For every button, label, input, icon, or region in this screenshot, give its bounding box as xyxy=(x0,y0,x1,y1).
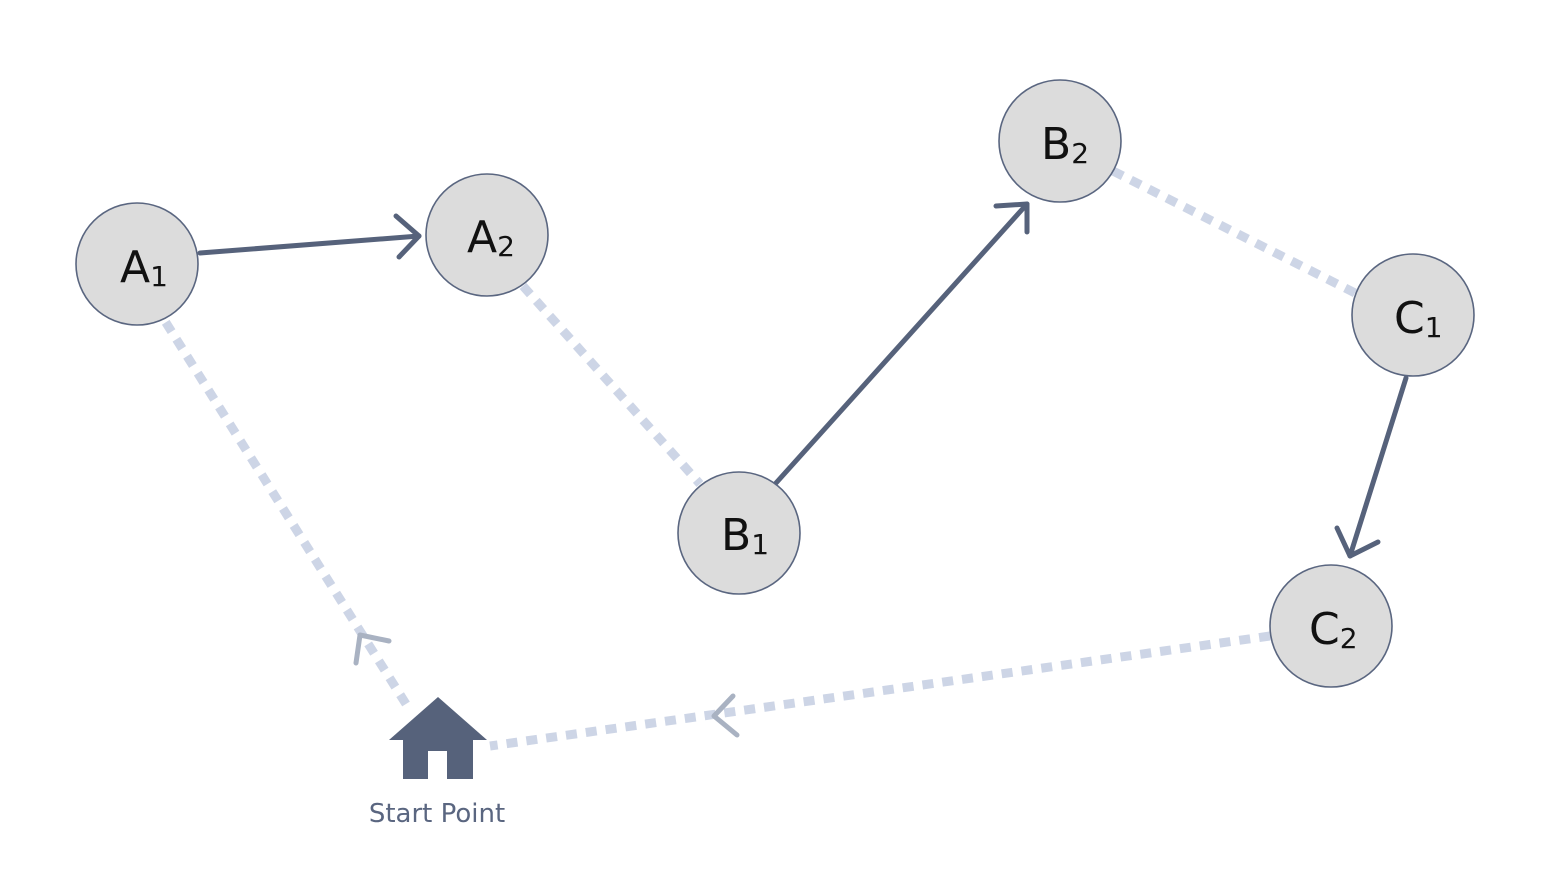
node-label: A1 xyxy=(120,242,168,293)
node-circle xyxy=(425,173,549,297)
node-circle xyxy=(998,79,1122,203)
node-c1[interactable]: C1 xyxy=(1351,253,1475,377)
start-point[interactable]: Start Point xyxy=(369,697,505,829)
edge-a1-a2 xyxy=(197,233,422,256)
arrowhead-c2 xyxy=(1334,525,1381,559)
edge-start-a1 xyxy=(159,315,410,707)
node-label: B2 xyxy=(1041,119,1089,170)
arrowhead-a2 xyxy=(393,213,422,260)
solid-edges xyxy=(197,201,1409,559)
arrowhead-b2 xyxy=(993,201,1030,235)
node-circle xyxy=(1269,564,1393,688)
node-circle xyxy=(677,471,801,595)
node-b1[interactable]: B1 xyxy=(677,471,801,595)
node-circle xyxy=(75,202,199,326)
faint-arrowheads xyxy=(353,632,740,738)
edge-c2-start xyxy=(489,631,1271,751)
arrowhead-to-a1 xyxy=(353,632,392,666)
edge-a2-b1 xyxy=(519,283,704,487)
node-label: B1 xyxy=(721,510,769,561)
node-circle xyxy=(1351,253,1475,377)
node-label: A2 xyxy=(467,212,515,263)
edge-b2-c1 xyxy=(1110,166,1358,298)
node-a1[interactable]: A1 xyxy=(75,202,199,326)
edge-b1-b2 xyxy=(773,201,1030,486)
node-a2[interactable]: A2 xyxy=(425,173,549,297)
node-c2[interactable]: C2 xyxy=(1269,564,1393,688)
arrowhead-to-start xyxy=(711,693,740,738)
edge-c1-c2 xyxy=(1347,375,1409,559)
node-b2[interactable]: B2 xyxy=(998,79,1122,203)
node-label: C1 xyxy=(1394,293,1443,344)
node-label: C2 xyxy=(1309,604,1358,655)
start-point-label: Start Point xyxy=(369,799,505,829)
dashed-edges xyxy=(159,166,1358,751)
home-icon xyxy=(389,697,487,779)
